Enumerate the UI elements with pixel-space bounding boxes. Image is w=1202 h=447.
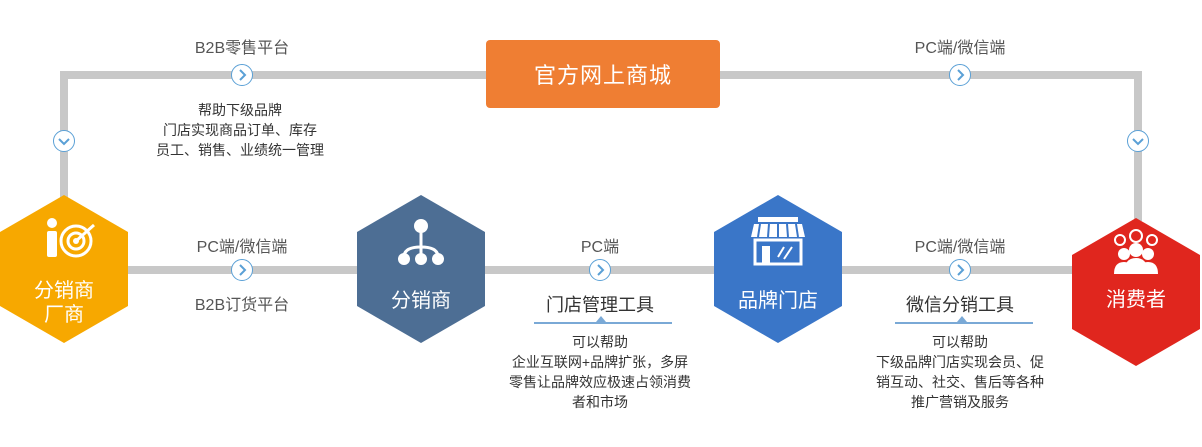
chevron-down-icon — [1127, 130, 1149, 152]
link-2-pointer — [596, 316, 606, 322]
top-left-description: 帮助下级品牌 门店实现商品订单、库存 员工、销售、业绩统一管理 — [156, 102, 324, 158]
target-person-icon — [47, 218, 95, 258]
link-2-underline — [534, 322, 672, 324]
hex-shape — [357, 195, 485, 343]
link-3-above-label: PC端/微信端 — [914, 239, 1006, 256]
node-distributor-label: 分销商 — [391, 290, 451, 312]
storefront-icon — [751, 217, 805, 266]
network-tree-icon — [398, 219, 444, 265]
chevron-right-icon — [949, 64, 971, 86]
link-3-description: 可以帮助 下级品牌门店实现会员、促 销互动、社交、售后等各种 推广营销及服务 — [876, 334, 1044, 410]
node-consumer-label: 消费者 — [1106, 289, 1166, 311]
node-manufacturer-label-2: 厂商 — [44, 304, 84, 326]
node-manufacturer: 分销商 厂商 — [0, 195, 128, 343]
node-brand-store: 品牌门店 — [714, 195, 842, 343]
link-3-below-label: 微信分销工具 — [906, 295, 1014, 315]
link-2-below-label: 门店管理工具 — [546, 295, 654, 315]
link-3-pointer — [957, 316, 967, 322]
link-2-above-label: PC端 — [580, 239, 620, 256]
link-2-description: 可以帮助 企业互联网+品牌扩张，多屏 零售让品牌效应极速占领消费 者和市场 — [509, 334, 691, 410]
people-group-icon — [1114, 229, 1158, 274]
node-distributor: 分销商 — [357, 195, 485, 343]
node-brand-store-label: 品牌门店 — [738, 290, 818, 312]
top-right-channel-label: PC端/微信端 — [914, 40, 1006, 57]
connector-top-right — [718, 71, 1142, 79]
node-manufacturer-label-1: 分销商 — [34, 280, 94, 302]
chevron-down-icon — [53, 130, 75, 152]
node-consumer: 消费者 — [1072, 218, 1200, 366]
chevron-right-icon — [589, 259, 611, 281]
top-left-channel-label: B2B零售平台 — [194, 40, 290, 57]
hex-shape — [0, 195, 128, 343]
official-mall-box: 官方网上商城 — [486, 40, 720, 108]
chevron-right-icon — [949, 259, 971, 281]
link-3-underline — [895, 322, 1033, 324]
official-mall-label: 官方网上商城 — [533, 63, 672, 88]
link-1-below-label: B2B订货平台 — [194, 297, 290, 314]
link-1-above-label: PC端/微信端 — [196, 239, 288, 256]
hex-shape — [1072, 218, 1200, 366]
chevron-right-icon — [231, 259, 253, 281]
hex-shape — [714, 195, 842, 343]
connector-top-left — [60, 71, 490, 79]
chevron-right-icon — [231, 64, 253, 86]
